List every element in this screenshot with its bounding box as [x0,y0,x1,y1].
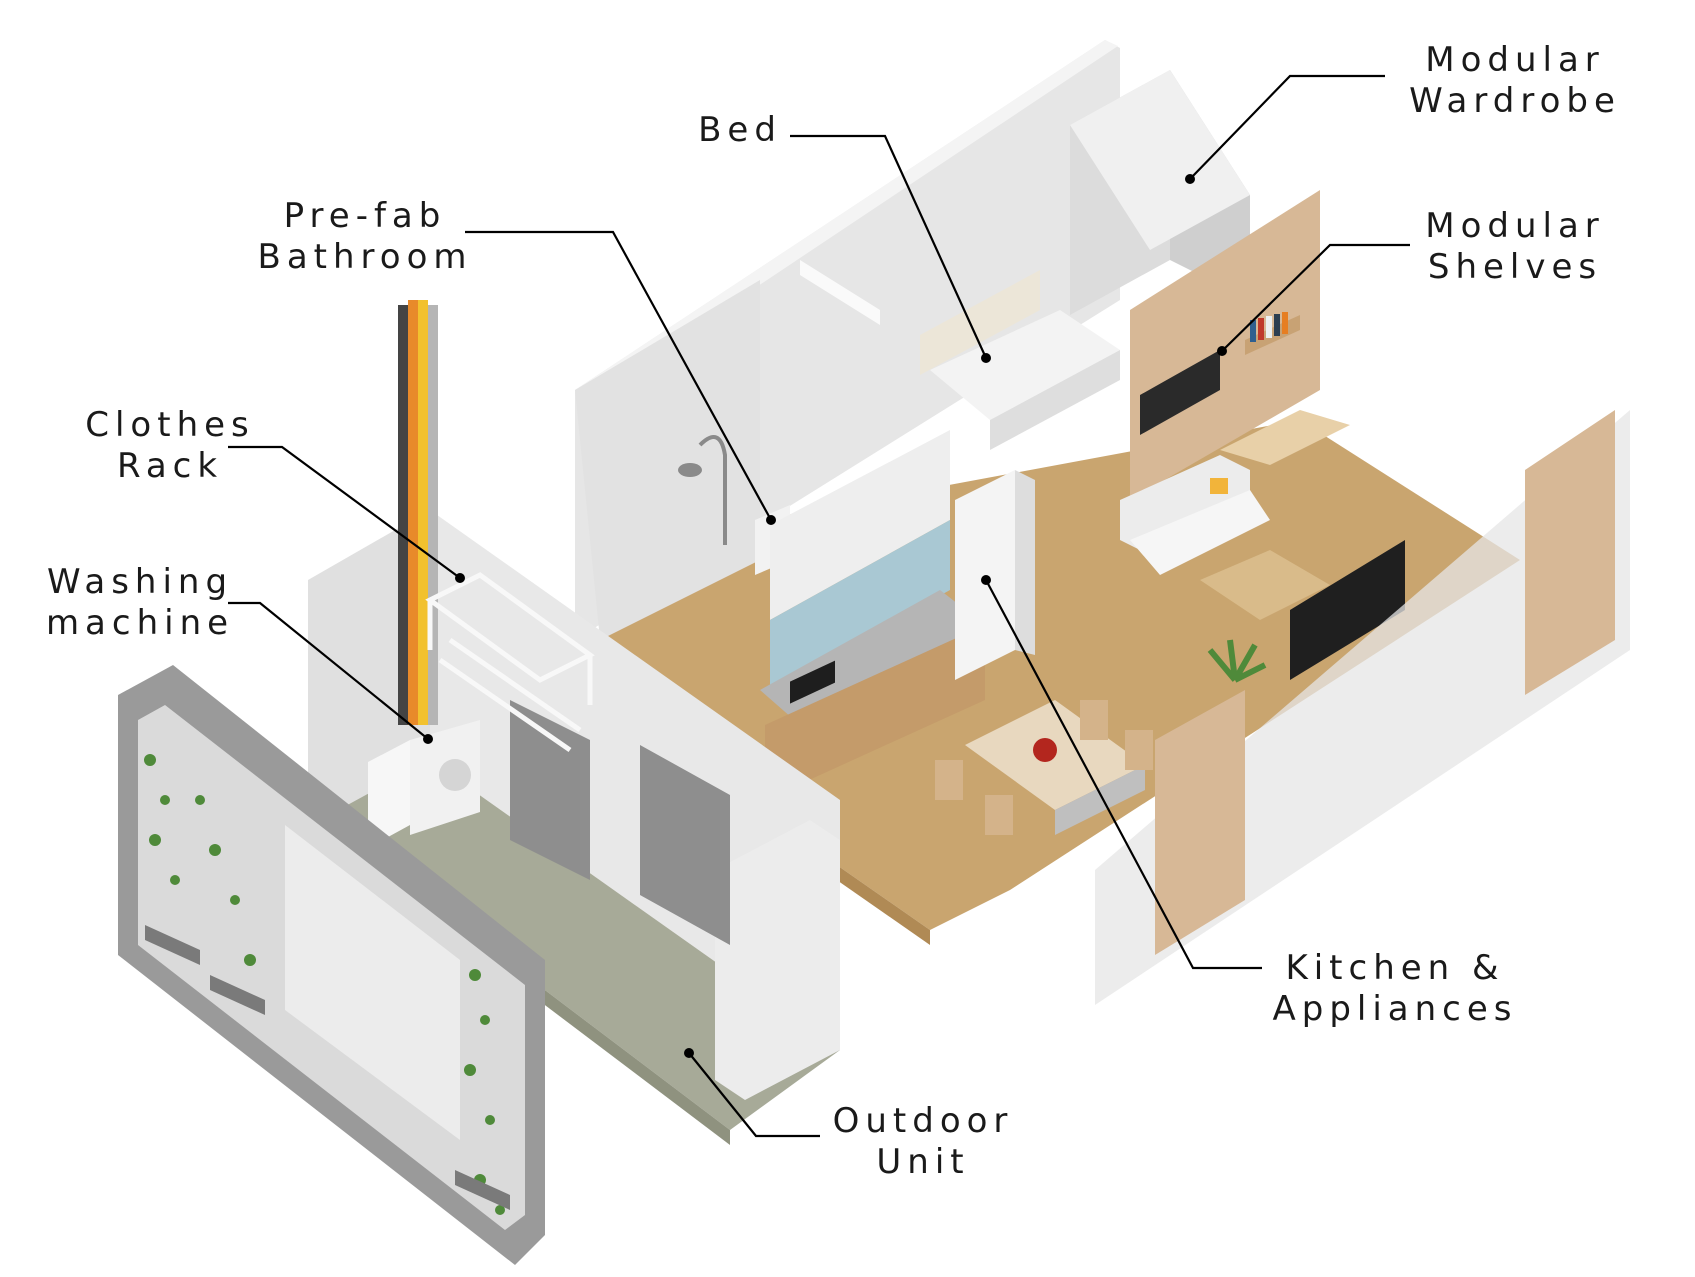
dot-kitchen-appliances [981,575,991,585]
leader-kitchen-appliances [985,579,1262,970]
label-kitchen-appliances-line1: Kitchen & [1285,948,1505,988]
leader-clothes-rack [228,445,461,579]
pipe-orange [408,300,418,725]
leader-bed [790,134,988,359]
label-modular-shelves: Modular Shelves [1415,206,1615,288]
back-wall-left-top [575,40,1118,398]
leader-modular-wardrobe [1189,74,1385,180]
planter-boxes [145,925,510,1210]
tv-on-panel [1140,350,1220,435]
label-kitchen-appliances-line2: Appliances [1272,989,1518,1029]
sofa-cushion [1210,478,1228,494]
sofa-seat [1130,490,1270,575]
label-clothes-rack-line1: Clothes [85,405,255,445]
label-modular-shelves-line1: Modular [1425,206,1605,246]
label-bed: Bed [690,110,790,151]
wall-divider-2 [800,260,880,325]
label-modular-wardrobe-line1: Modular [1425,40,1605,80]
right-wood-panel-2 [1525,410,1615,695]
dot-outdoor-unit [684,1048,694,1058]
fridge-side [1015,470,1035,655]
balcony-door-2 [640,745,730,945]
label-kitchen-appliances: Kitchen & Appliances [1270,948,1520,1030]
pipe-yellow [418,300,428,725]
label-outdoor-unit-line2: Unit [876,1142,970,1182]
leader-prefab-bathroom [465,230,772,521]
desk-shelf [1220,410,1350,465]
label-modular-wardrobe-line2: Wardrobe [1409,81,1621,121]
balcony-end-wall [715,820,840,1100]
leader-outdoor-unit [688,1052,820,1138]
label-washing-machine-line2: machine [45,603,235,643]
pipe-grey [428,305,438,725]
leader-washing-machine [228,601,429,740]
label-washing-machine-line1: Washing [46,562,234,602]
green-screen-opening [285,825,460,1140]
dot-bed [981,353,991,363]
label-outdoor-unit: Outdoor Unit [828,1101,1018,1183]
dot-washing-machine [423,734,433,744]
plant-icon [1207,639,1267,683]
apartment-illustration [118,40,1630,1265]
leader-lines [228,74,1410,1138]
label-prefab-bathroom-line2: Bathroom [257,237,473,277]
kitchen-backsplash [770,520,950,690]
leader-modular-shelves [1221,243,1410,352]
right-wood-panel-1 [1155,690,1245,955]
label-clothes-rack: Clothes Rack [80,405,260,487]
dining-table-legs [1055,765,1145,835]
label-modular-wardrobe: Modular Wardrobe [1385,40,1645,122]
bed-mattress [930,310,1120,420]
dot-modular-shelves [1217,346,1227,356]
utility-sink [368,740,410,848]
label-prefab-bathroom: Pre-fab Bathroom [255,196,475,278]
climbing-plants [144,754,505,1215]
bathroom-wall [575,280,760,640]
kitchen-upper-cabinet [770,430,950,620]
label-bed-line1: Bed [698,110,782,150]
wardrobe-top [1070,70,1250,250]
pipe-dark [398,305,408,725]
label-clothes-rack-line2: Rack [116,446,224,486]
dining-chairs [935,700,1153,835]
dot-prefab-bathroom [766,515,776,525]
cooktop [790,660,835,704]
bed-headboard [920,270,1040,375]
wood-panel-wall [1130,190,1320,500]
bookshelf [1245,312,1300,355]
clothes-rack-icon [425,572,595,753]
shower-icon [678,435,727,545]
label-prefab-bathroom-line1: Pre-fab [283,196,447,236]
dot-modular-wardrobe [1185,174,1195,184]
label-modular-shelves-line2: Shelves [1427,247,1603,287]
label-outdoor-unit-line1: Outdoor [832,1101,1014,1141]
pot [1033,738,1057,762]
bed-mattress-side [990,350,1120,450]
tv-screen [1290,540,1405,680]
label-washing-machine: Washing machine [40,562,240,644]
dot-clothes-rack [455,573,465,583]
fridge [955,470,1015,680]
balcony-floor [320,760,840,1130]
kitchen-base [765,625,985,800]
coffee-table [1200,550,1330,620]
washing-machine-door [439,759,471,791]
balcony-door-1 [510,700,590,880]
